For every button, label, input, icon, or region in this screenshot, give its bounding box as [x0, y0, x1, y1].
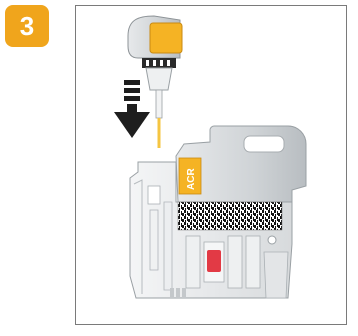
pipette-yellow-cap: [150, 23, 182, 53]
red-reagent-well: [207, 250, 221, 272]
step-number: 3: [20, 11, 34, 42]
cartridge-label: ACR: [186, 168, 197, 190]
barcode: [178, 202, 282, 230]
cartridge-illustration: ACR: [76, 6, 346, 324]
illustration-frame: ACR: [75, 5, 347, 325]
down-arrow-icon: [114, 80, 150, 138]
capillary-tube: [158, 118, 161, 148]
cartridge-cap: ACR: [176, 126, 306, 202]
step-number-badge: 3: [5, 5, 49, 47]
